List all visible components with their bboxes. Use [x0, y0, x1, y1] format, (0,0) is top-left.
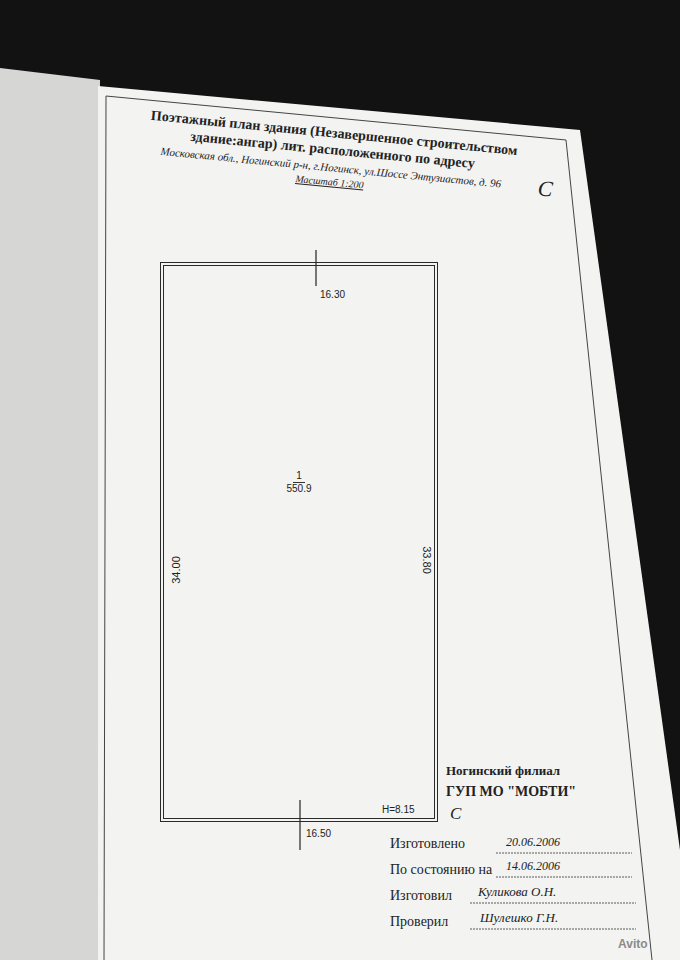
stamp-text: Проверил: [390, 914, 448, 930]
header-block: Поэтажный план здания (Незавершенное стр…: [106, 104, 558, 209]
stamp-text: Шулешко Г.Н.: [480, 911, 558, 926]
stamp-text: 14.06.2006: [506, 860, 560, 874]
room-area: 550.9: [283, 483, 314, 495]
stamp-text: Изготовлено: [390, 836, 465, 852]
stamp-text: По состоянию на: [390, 862, 492, 878]
dimension-label: 34.00: [170, 556, 183, 584]
stamp-text: 20.06.2006: [506, 836, 560, 850]
stamp-text: Куликова О.Н.: [478, 885, 556, 900]
room-outline: 1550.9: [160, 262, 438, 822]
paper-sheet: [98, 86, 680, 960]
dimension-tick: [299, 800, 300, 850]
dimension-label: 33.80: [421, 546, 434, 574]
page-frame: [106, 96, 652, 960]
field-underline: [470, 903, 636, 904]
stamp-text: 16.30: [320, 289, 345, 301]
page-frame: [104, 96, 106, 960]
header-text: С: [537, 175, 554, 202]
stamp-text: Ногинский филиал: [446, 764, 560, 779]
left-page: [0, 68, 100, 960]
stamp-text: Avito: [618, 938, 648, 952]
field-underline: [496, 877, 632, 878]
stamp-text: ГУП МО "МОБТИ": [446, 784, 576, 800]
field-underline: [470, 929, 636, 930]
stamp-text: Изготовил: [390, 888, 452, 904]
stamp-text: H=8.15: [382, 804, 415, 816]
field-underline: [496, 853, 632, 854]
room-number: 1: [293, 470, 305, 483]
stamp-text: С: [450, 804, 461, 824]
stamp-text: 16.50: [306, 828, 331, 840]
dimension-tick: [315, 250, 316, 286]
